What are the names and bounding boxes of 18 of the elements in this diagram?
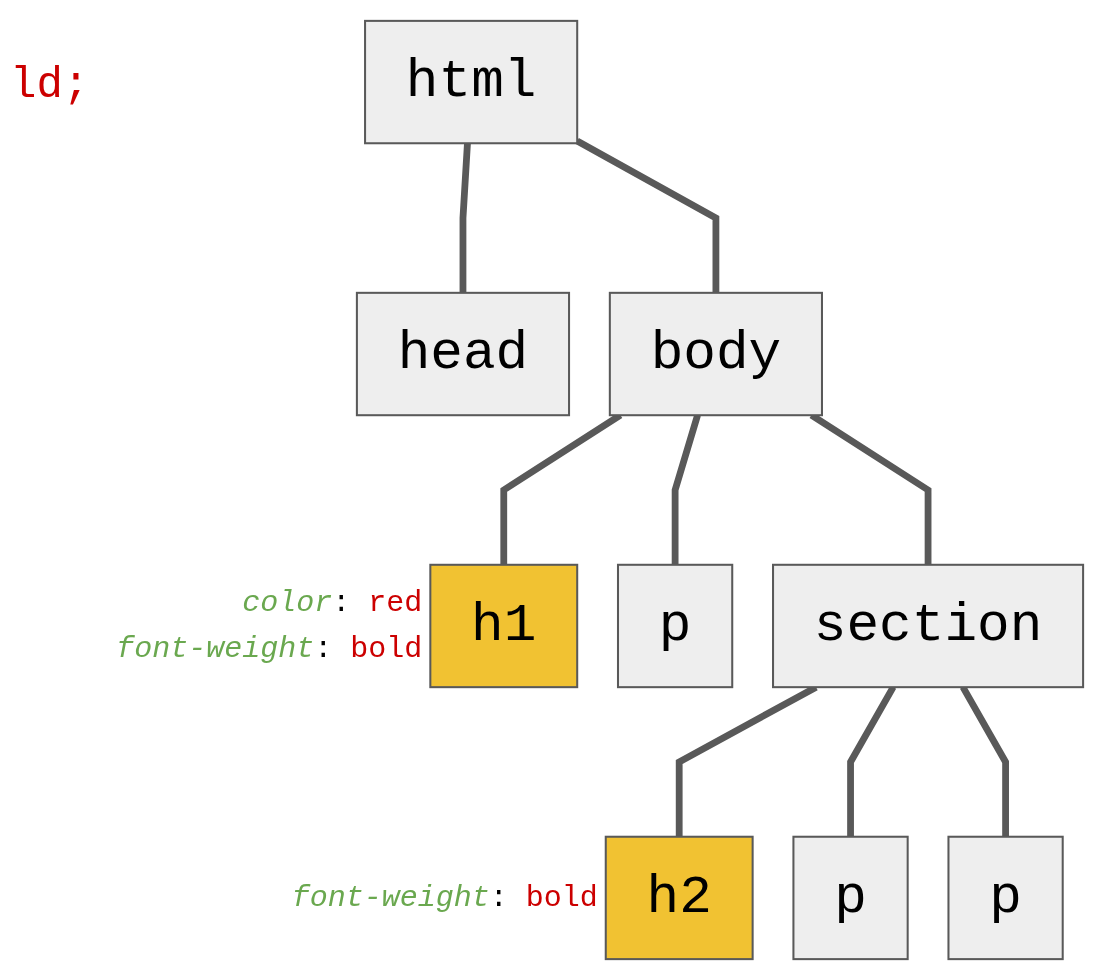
node-box: body bbox=[608, 291, 823, 417]
style-declaration: color: red bbox=[242, 585, 423, 620]
node-box: p bbox=[792, 835, 909, 961]
connector bbox=[847, 685, 897, 837]
code-fragment: ld; bbox=[10, 60, 90, 110]
connector bbox=[671, 414, 701, 565]
style-declaration: font-weight: bold bbox=[291, 880, 598, 915]
connector bbox=[575, 138, 720, 293]
style-declaration: font-weight: bold bbox=[116, 631, 423, 666]
node-box: p bbox=[947, 835, 1064, 961]
connector bbox=[960, 685, 1009, 837]
node-box: html bbox=[364, 19, 579, 145]
connector bbox=[459, 143, 471, 293]
node-box: section bbox=[772, 563, 1085, 689]
node-box: head bbox=[355, 291, 571, 417]
node-box: h2 bbox=[604, 835, 754, 961]
node-box: h1 bbox=[429, 563, 579, 689]
node-box: p bbox=[617, 563, 734, 689]
